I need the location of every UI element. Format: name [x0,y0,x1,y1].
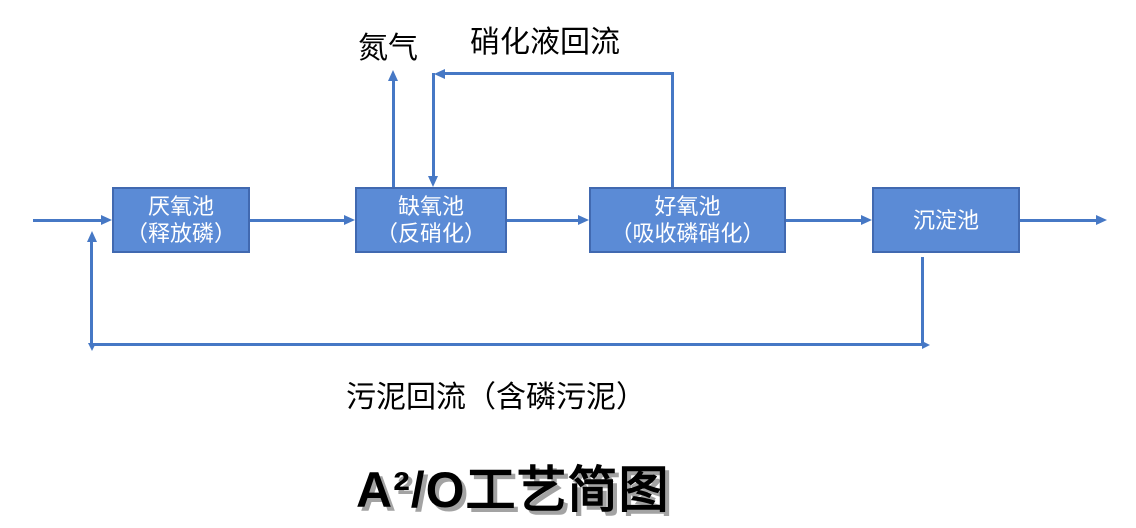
anaerobic-tank-box: 厌氧池 （释放磷） [112,187,250,253]
anaerobic-tank-label-line2: （释放磷） [125,221,236,246]
settling-tank-label-line1: 沉淀池 [912,207,979,233]
influent-arrow-icon [101,215,112,225]
settling-tank-box: 沉淀池 [872,187,1020,253]
nitrified-recycle-down-arrow-icon [428,176,438,187]
diagram-title: A²/O工艺简图 [356,462,670,518]
anoxic-tank-box: 缺氧池 （反硝化） [355,187,507,253]
sludge-return-right-drop [921,257,924,343]
aerobic-tank-label-line2: （吸收磷硝化） [610,221,765,246]
sludge-return-small-down-arrow-icon [88,343,96,351]
nitrified-recycle-right-riser [671,74,674,187]
anoxic-to-aerobic-line [507,219,579,222]
aerobic-tank-box: 好氧池 （吸收磷硝化） [589,187,786,253]
anaerobic-to-anoxic-line [250,219,345,222]
anaerobic-to-anoxic-arrow-icon [344,215,355,225]
sludge-return-left-riser [90,242,93,344]
anaerobic-tank-label-line1: 厌氧池 [147,194,214,219]
sludge-return-label: 污泥回流（含磷污泥） [346,381,646,414]
anoxic-tank-label-line2: （反硝化） [375,221,486,246]
nitrogen-gas-line [392,80,395,187]
sludge-return-junction-arrow-icon [922,341,930,349]
nitrogen-gas-label: 氮气 [358,32,418,65]
sludge-return-bottom-line [90,343,922,346]
nitrified-recycle-left-arrow-icon [434,69,445,79]
effluent-arrow-icon [1096,215,1107,225]
aerobic-to-settling-arrow-icon [861,215,872,225]
anoxic-tank-label-line1: 缺氧池 [397,194,464,219]
sludge-return-up-arrow-icon [87,231,97,242]
aerobic-to-settling-line [786,219,862,222]
nitrified-recycle-label: 硝化液回流 [470,26,620,59]
influent-line [33,219,103,222]
nitrogen-gas-up-arrow-icon [388,70,398,81]
aerobic-tank-label-line1: 好氧池 [654,194,721,219]
anoxic-to-aerobic-arrow-icon [578,215,589,225]
nitrified-recycle-top-line [445,72,674,75]
effluent-line [1020,219,1096,222]
nitrified-recycle-drop-line [432,73,435,176]
